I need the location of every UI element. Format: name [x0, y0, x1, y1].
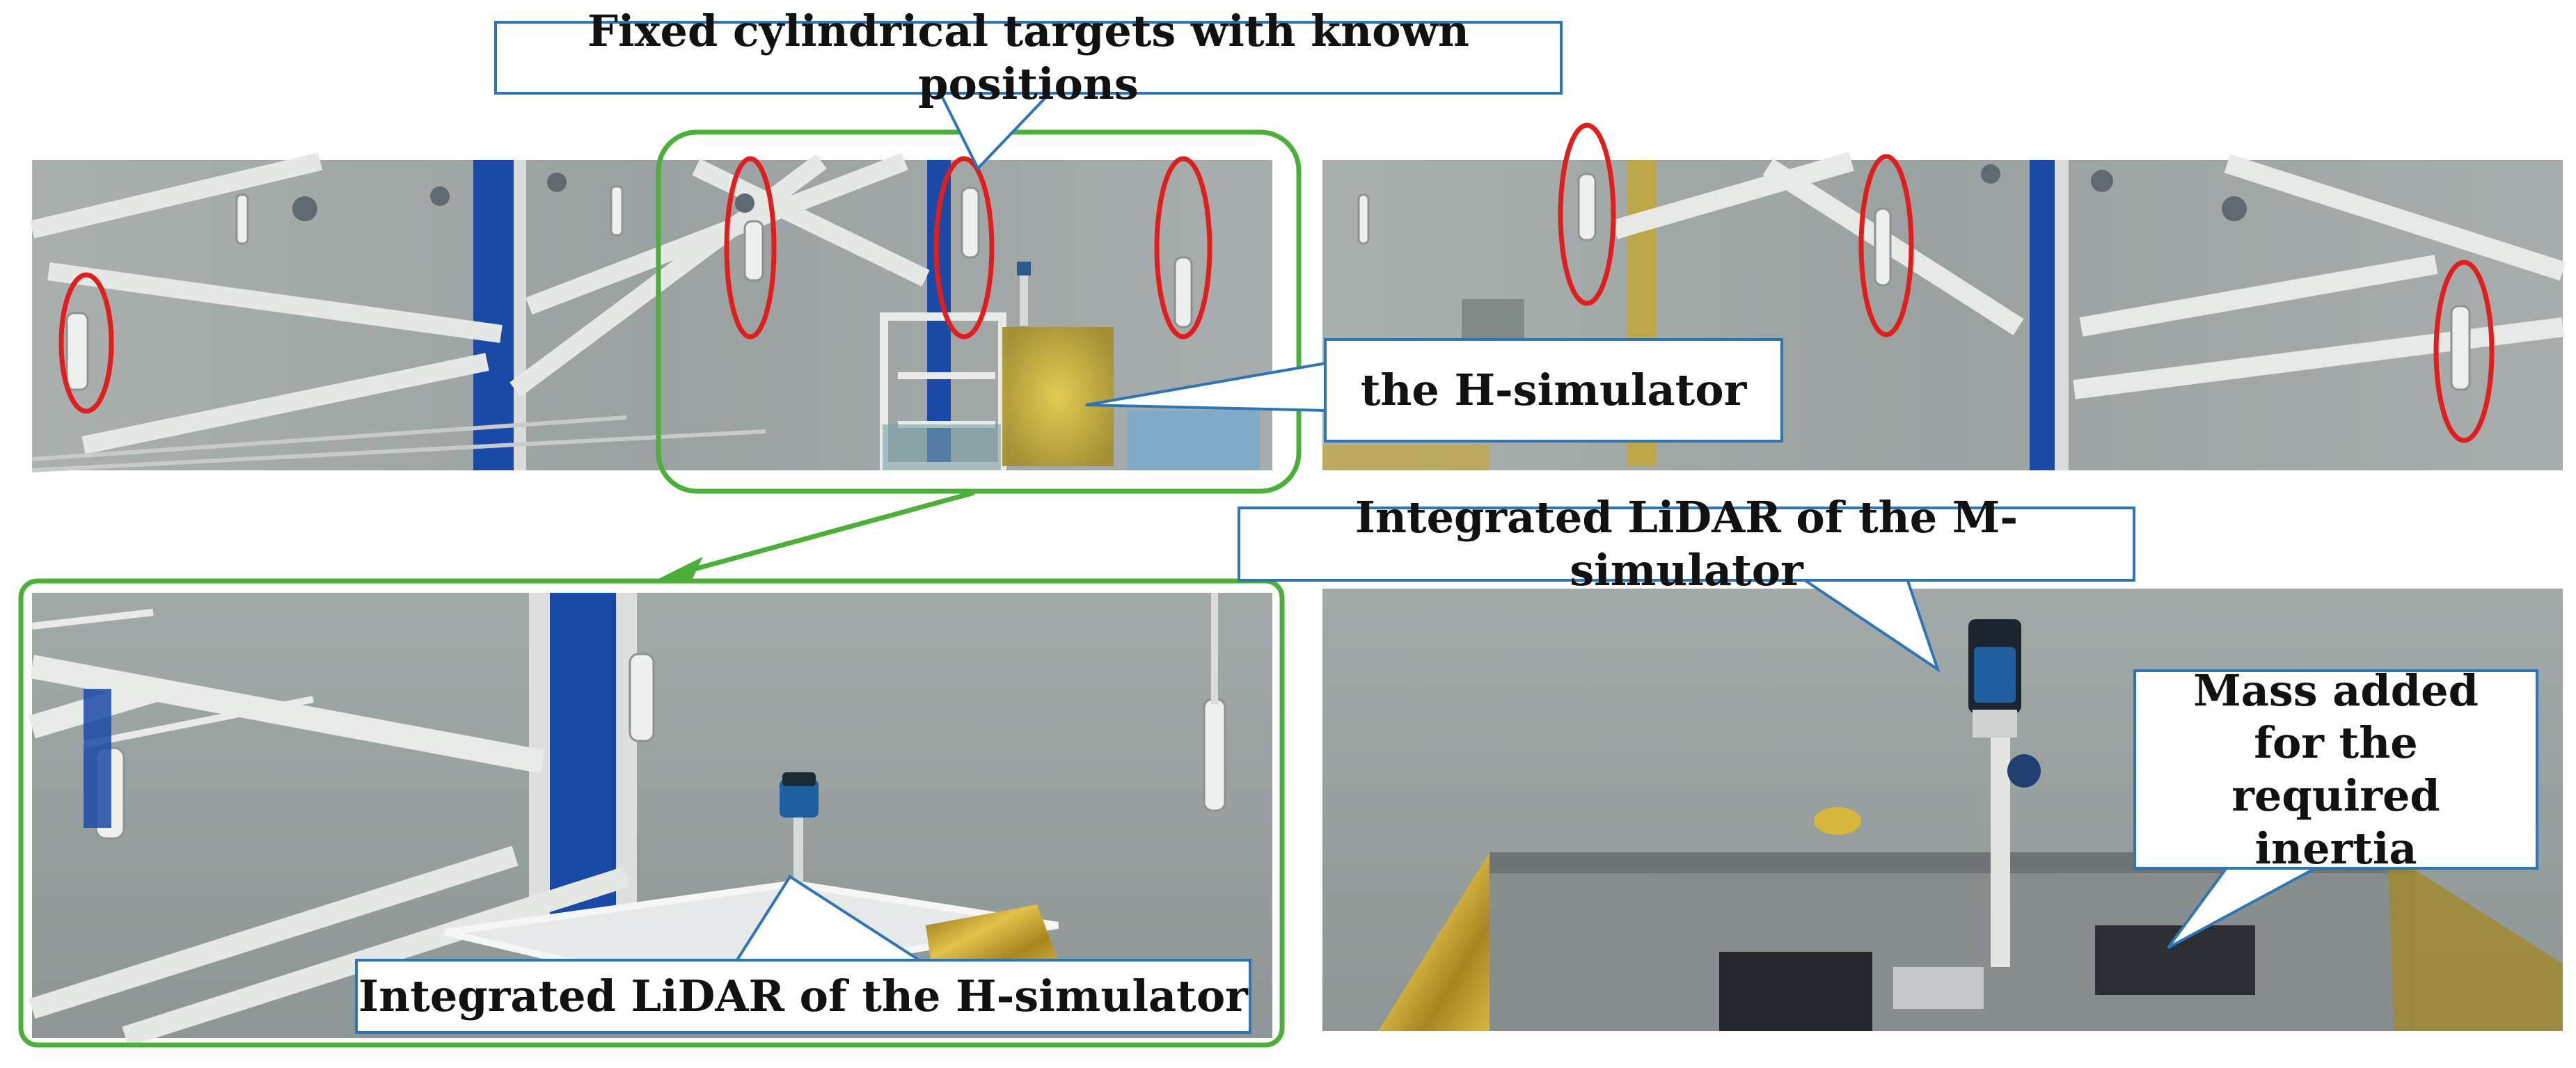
callout-fixed-targets: Fixed cylindrical targets with known pos… [494, 6, 1563, 109]
callout-mass-added: Mass added for the required inertia [2133, 665, 2538, 874]
target-marker-7 [2433, 260, 2495, 443]
target-markers [58, 122, 2495, 443]
callout-m-lidar: Integrated LiDAR of the M-simulator [1238, 492, 2135, 596]
callout-h-simulator: the H-simulator [1324, 338, 1783, 443]
target-marker-4 [1154, 156, 1212, 340]
target-marker-2 [724, 156, 777, 340]
callout-h-lidar: Integrated LiDAR of the H-simulator [355, 959, 1251, 1034]
callout-pointers [732, 90, 2318, 966]
target-marker-6 [1858, 154, 1914, 337]
photo-top-left-hall-with-targets [30, 152, 1272, 472]
zoom-target-frame [18, 578, 1285, 1048]
target-marker-1 [58, 272, 114, 414]
target-marker-5 [1558, 122, 1616, 306]
target-marker-3 [933, 156, 995, 340]
zoom-arrow-head [654, 557, 703, 583]
zoom-connector-line [688, 490, 975, 573]
